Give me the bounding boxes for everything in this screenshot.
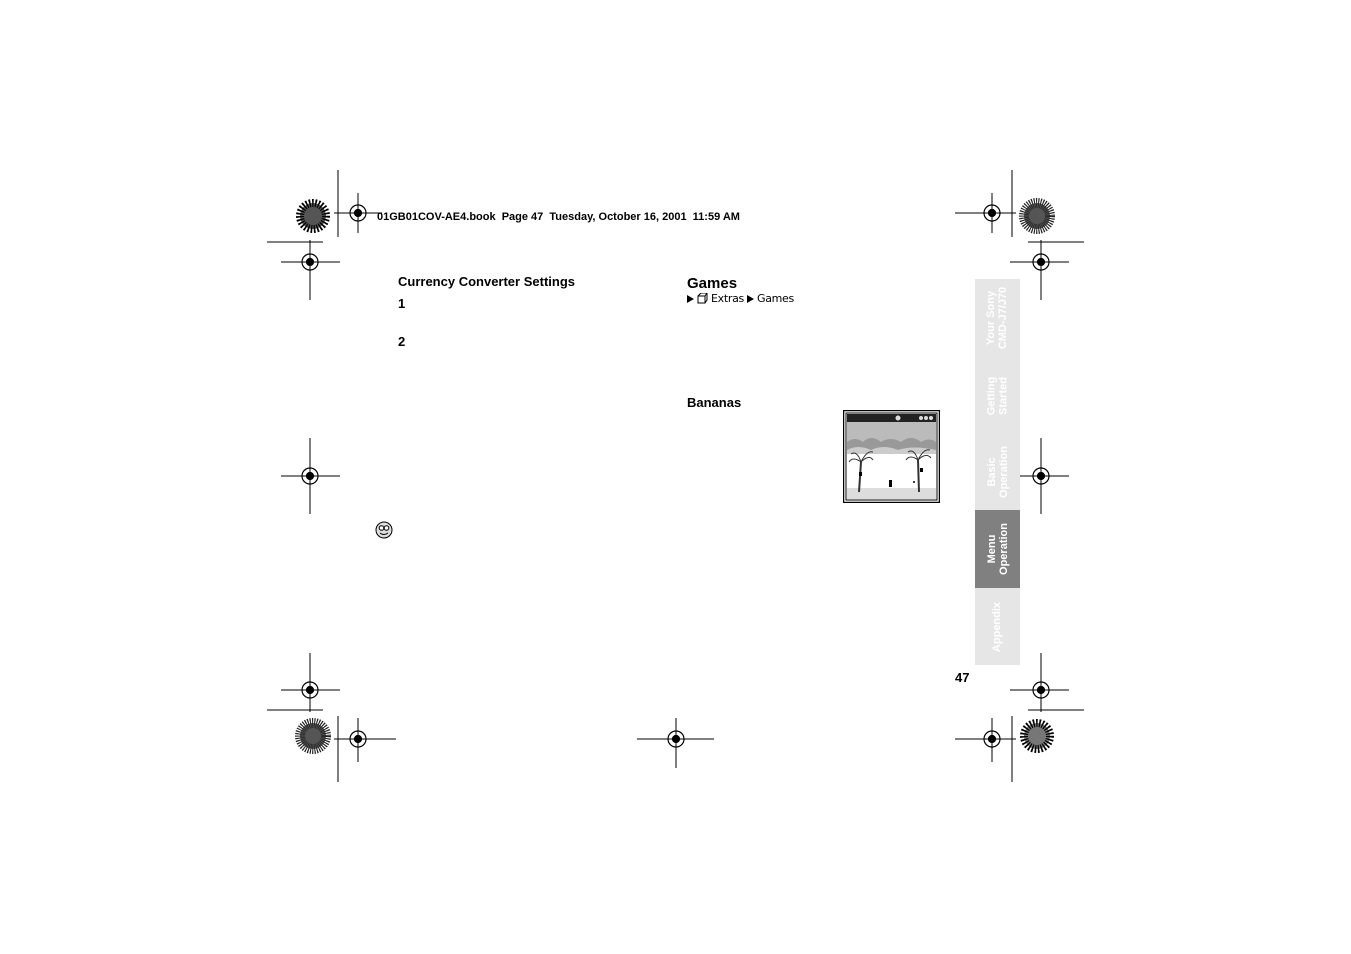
page-number: 47	[955, 670, 970, 685]
side-tab-appendix[interactable]: Appendix	[975, 588, 1020, 665]
side-tab-label: Your Sony CMD-J7/J70	[985, 286, 1010, 350]
side-tab-label: Appendix	[991, 601, 1004, 652]
extras-icon	[697, 293, 708, 304]
starburst-target-icon	[296, 199, 330, 233]
bananas-game-screenshot	[843, 410, 940, 503]
registration-mark-icon	[1032, 467, 1050, 485]
menu-path-extras: Extras	[711, 292, 744, 305]
side-tab-label: Menu Operation	[985, 523, 1010, 575]
registration-mark-icon	[349, 204, 367, 222]
registration-mark-icon	[1032, 253, 1050, 271]
registration-mark-icon	[983, 730, 1001, 748]
starburst-target-icon	[295, 718, 331, 754]
step-number: 2	[398, 334, 406, 349]
currency-converter-settings-heading: Currency Converter Settings	[398, 274, 575, 289]
side-tab-label: Basic Operation	[985, 446, 1010, 498]
registration-mark-icon	[301, 253, 319, 271]
step-number: 1	[398, 296, 406, 311]
registration-mark-icon	[1032, 681, 1050, 699]
side-tab-menu-operation[interactable]: Menu Operation	[975, 510, 1020, 588]
registration-mark-icon	[667, 730, 685, 748]
registration-mark-icon	[301, 681, 319, 699]
registration-mark-icon	[983, 204, 1001, 222]
side-tab-basic-operation[interactable]: Basic Operation	[975, 434, 1020, 510]
starburst-target-icon	[1020, 719, 1054, 753]
tip-icon	[375, 521, 393, 539]
menu-path: Extras Games	[687, 292, 794, 305]
side-tab-your-sony[interactable]: Your Sony CMD-J7/J70	[975, 279, 1020, 357]
bananas-heading: Bananas	[687, 395, 742, 410]
registration-mark-icon	[301, 467, 319, 485]
starburst-target-icon	[1019, 198, 1055, 234]
menu-path-games: Games	[756, 292, 794, 305]
games-heading: Games	[687, 275, 738, 292]
side-tab-getting-started[interactable]: Getting Started	[975, 357, 1020, 434]
print-header: 01GB01COV-AE4.book Page 47 Tuesday, Octo…	[377, 211, 740, 223]
right-triangle-icon	[687, 294, 694, 303]
registration-mark-icon	[349, 730, 367, 748]
side-tab-label: Getting Started	[985, 376, 1010, 415]
right-triangle-icon	[746, 294, 754, 303]
